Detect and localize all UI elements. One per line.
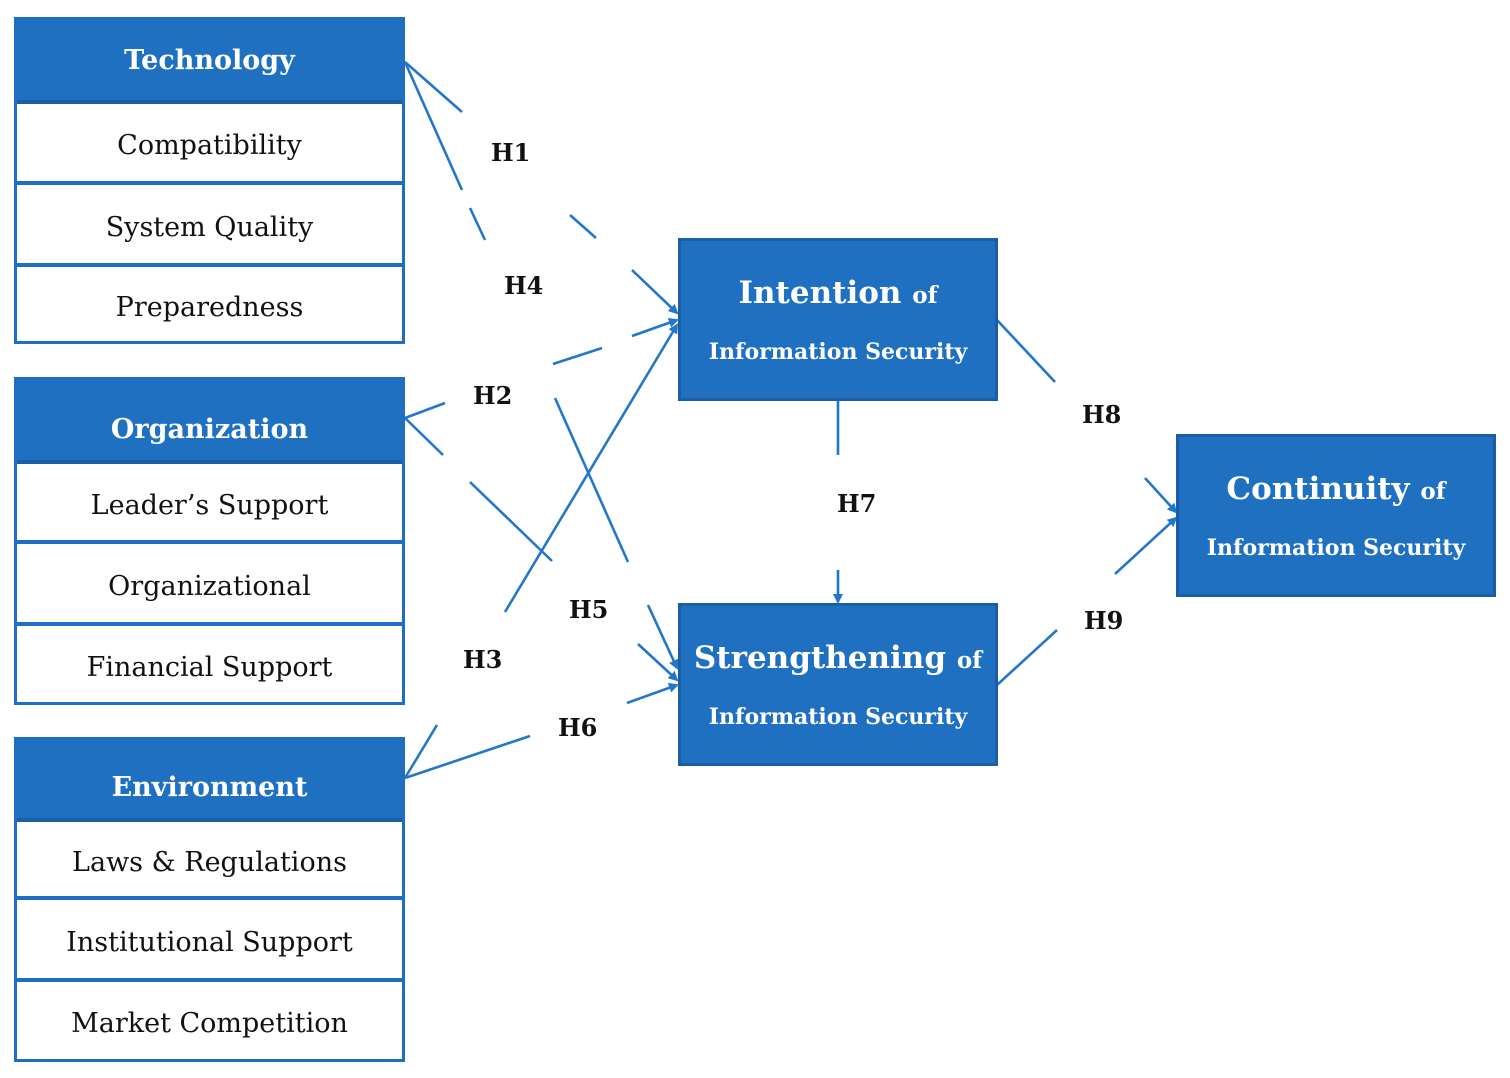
intention-box: Intention of Information Security (678, 238, 998, 401)
organization-block: Organization Leader’s Support Organizati… (14, 377, 405, 705)
technology-block: Technology Compatibility System Quality … (14, 17, 405, 344)
path-h4 (403, 61, 677, 668)
strengthening-title-main: Strengthening (693, 639, 947, 676)
hypothesis-h7: H7 (837, 489, 877, 518)
hypothesis-h6: H6 (558, 713, 598, 742)
hypothesis-h8: H8 (1082, 400, 1122, 429)
path-h1 (404, 61, 677, 313)
intention-title: Intention of (739, 275, 938, 311)
item-laws-regulations: Laws & Regulations (17, 822, 402, 900)
item-system-quality: System Quality (17, 185, 402, 267)
path-h9 (996, 518, 1176, 686)
intention-title-of: of (912, 281, 938, 309)
item-compatibility: Compatibility (17, 104, 402, 185)
path-h3 (403, 325, 677, 779)
strengthening-box: Strengthening of Information Security (678, 603, 998, 766)
continuity-box: Continuity of Information Security (1176, 434, 1496, 597)
item-leaders-support: Leader’s Support (17, 464, 402, 544)
hypothesis-h9: H9 (1084, 606, 1124, 635)
path-h5 (404, 417, 677, 680)
item-preparedness: Preparedness (115, 291, 304, 323)
environment-block: Environment Laws & Regulations Instituti… (14, 737, 405, 1062)
path-h2 (404, 320, 677, 420)
hypothesis-h4: H4 (504, 271, 544, 300)
continuity-title-main: Continuity (1226, 470, 1410, 507)
path-h6 (404, 685, 677, 780)
item-organizational: Organizational (17, 544, 402, 626)
continuity-title-of: of (1420, 477, 1446, 505)
hypothesis-h5: H5 (569, 595, 609, 624)
continuity-subtitle: Information Security (1206, 534, 1466, 561)
hypothesis-h3: H3 (463, 645, 503, 674)
path-h8 (996, 319, 1176, 512)
strengthening-subtitle: Information Security (708, 703, 968, 730)
intention-subtitle: Information Security (708, 338, 968, 365)
hypothesis-h2: H2 (473, 381, 513, 410)
technology-header: Technology (17, 20, 402, 104)
item-institutional-support: Institutional Support (17, 900, 402, 982)
environment-header: Environment (17, 740, 402, 822)
strengthening-title: Strengthening of (694, 640, 982, 676)
item-market-competition: Market Competition (71, 1008, 348, 1039)
item-financial-support: Financial Support (86, 651, 333, 683)
organization-header: Organization (17, 380, 402, 464)
intention-title-main: Intention (738, 274, 902, 311)
strengthening-title-of: of (956, 646, 983, 674)
continuity-title: Continuity of (1226, 471, 1445, 507)
hypothesis-h1: H1 (491, 138, 531, 167)
